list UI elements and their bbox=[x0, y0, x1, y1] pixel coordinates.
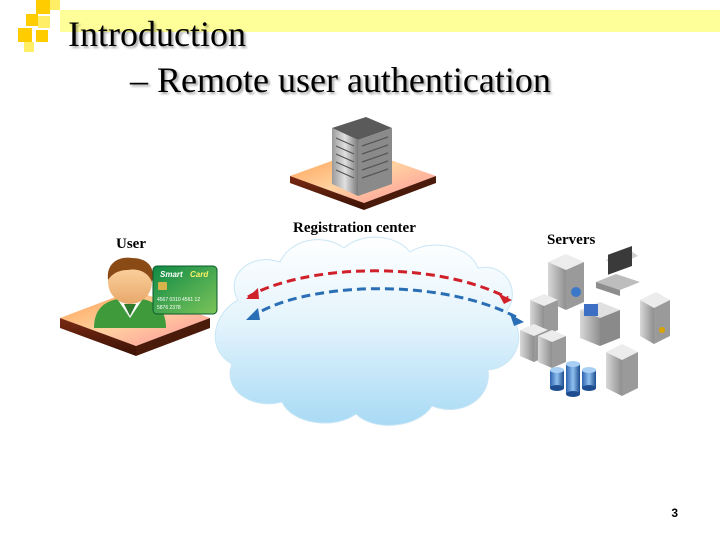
deco-square bbox=[50, 0, 60, 10]
cloud-icon bbox=[214, 236, 520, 426]
card-brand-2: Card bbox=[190, 270, 209, 279]
server-icon bbox=[640, 292, 670, 344]
slide-subtitle: – Remote user authentication bbox=[130, 60, 551, 100]
deco-square bbox=[38, 16, 50, 28]
computer-icon bbox=[580, 302, 620, 346]
servers-label: Servers bbox=[547, 232, 596, 248]
card-number-line-1: 4567 0310 4561 12 bbox=[157, 297, 200, 303]
building-icon bbox=[332, 117, 392, 196]
servers-cluster bbox=[520, 245, 670, 397]
deco-square bbox=[26, 14, 38, 26]
server-icon bbox=[538, 330, 566, 368]
smart-card-icon: Smart Card 4567 0310 4561 12 5876 2378 bbox=[152, 265, 218, 315]
card-number-line-2: 5876 2378 bbox=[157, 305, 181, 311]
user-label: User bbox=[116, 236, 146, 252]
database-icon bbox=[550, 361, 596, 397]
deco-square bbox=[18, 28, 32, 42]
monitor-icon bbox=[596, 245, 640, 296]
card-brand-1: Smart bbox=[160, 270, 183, 279]
registration-center-label: Registration center bbox=[293, 220, 416, 236]
arrow-red bbox=[246, 269, 512, 304]
page-number: 3 bbox=[671, 506, 678, 520]
server-icon bbox=[606, 344, 638, 396]
deco-square bbox=[24, 42, 34, 52]
user-avatar-icon bbox=[94, 257, 166, 328]
deco-square bbox=[36, 0, 50, 14]
arrow-blue bbox=[246, 287, 524, 326]
deco-square bbox=[36, 30, 48, 42]
slide-title: Introduction bbox=[68, 14, 246, 54]
title-band bbox=[60, 10, 720, 32]
